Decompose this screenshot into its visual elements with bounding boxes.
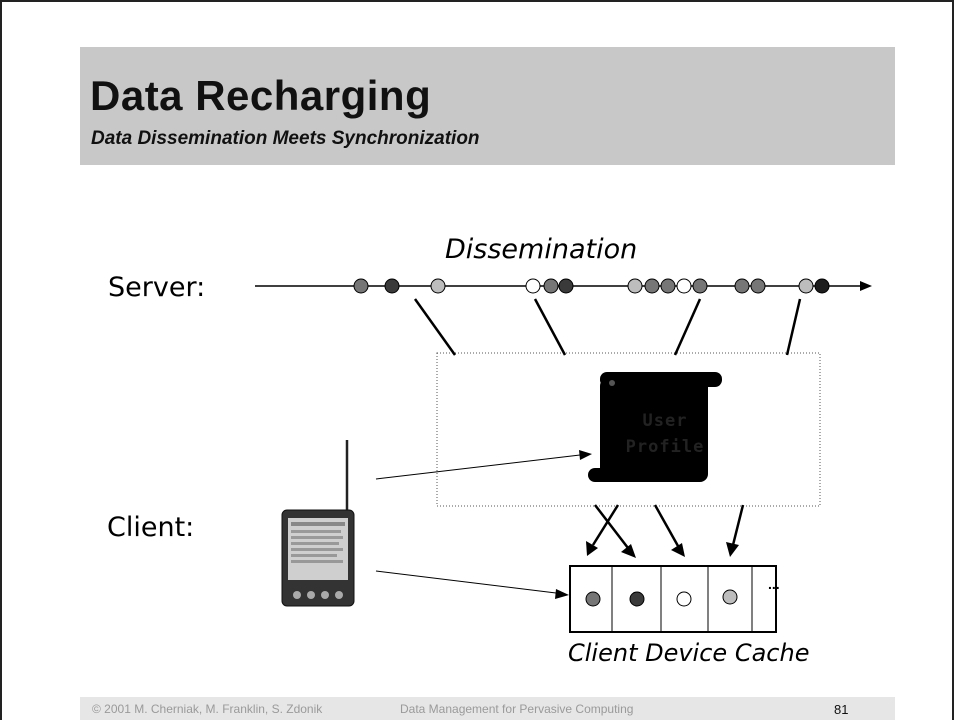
profile-line-2: Profile — [625, 437, 705, 457]
client-device-cache — [569, 565, 777, 633]
data-item-dot — [814, 278, 830, 294]
data-item-dot — [676, 278, 692, 294]
profile-to-cache-arrows — [586, 504, 745, 558]
cache-label: Client Device Cache — [568, 639, 810, 667]
connector-line — [533, 298, 567, 356]
pda-device-icon — [281, 440, 355, 607]
cache-item-dot — [676, 591, 692, 607]
server-label: Server: — [108, 272, 206, 303]
profile-area-box — [436, 352, 821, 507]
data-item-dot — [430, 278, 446, 294]
data-item-dot — [627, 278, 643, 294]
slide-frame-top — [0, 0, 954, 2]
data-item-dot — [543, 278, 559, 294]
client-to-cache-arrow — [375, 570, 557, 594]
slide-frame-right — [952, 0, 954, 720]
profile-line-1: User — [642, 411, 688, 431]
slide-subtitle: Data Dissemination Meets Synchronization — [91, 128, 480, 149]
cache-item-dot — [722, 589, 738, 605]
data-item-dot — [558, 278, 574, 294]
footer-copyright: © 2001 M. Cherniak, M. Franklin, S. Zdon… — [92, 702, 323, 716]
cache-more-ellipsis: ... — [768, 576, 780, 592]
user-profile-label: User Profile — [605, 408, 725, 460]
data-item-dot — [734, 278, 750, 294]
data-item-dot — [353, 278, 369, 294]
connector-line — [785, 298, 802, 356]
dissemination-label: Dissemination — [445, 234, 638, 265]
arrowhead — [579, 450, 592, 460]
cache-item-dot — [585, 591, 601, 607]
data-item-dot — [798, 278, 814, 294]
title-band — [80, 47, 895, 165]
data-item-dot — [384, 278, 400, 294]
data-item-dot — [660, 278, 676, 294]
connector-line — [413, 298, 457, 356]
cache-item-dot — [629, 591, 645, 607]
data-item-dot — [525, 278, 541, 294]
footer-course: Data Management for Pervasive Computing — [400, 702, 634, 716]
connector-line — [673, 298, 702, 356]
slide-title: Data Recharging — [90, 72, 432, 119]
timeline-arrowhead — [860, 281, 872, 291]
data-item-dot — [644, 278, 660, 294]
user-profile-scroll — [588, 372, 722, 482]
data-item-dot — [750, 278, 766, 294]
client-to-profile-arrow — [375, 454, 581, 480]
data-item-dot — [692, 278, 708, 294]
footer-band — [80, 697, 895, 720]
arrowhead — [555, 589, 569, 599]
slide-frame-left — [0, 0, 2, 720]
client-label: Client: — [107, 512, 195, 543]
page-number: 81 — [834, 702, 849, 717]
